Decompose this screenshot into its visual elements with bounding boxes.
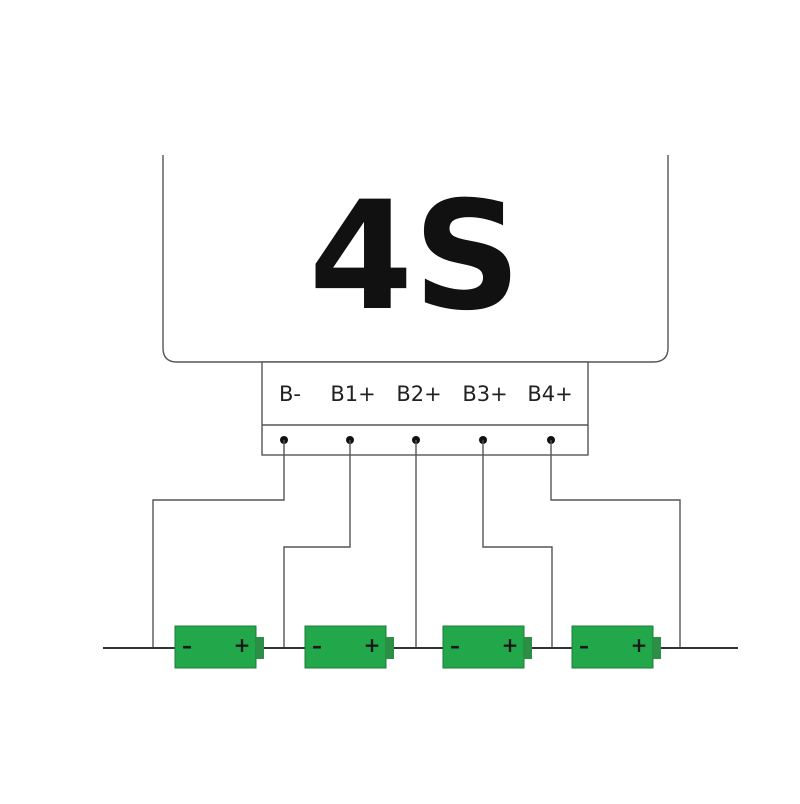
battery-cell-1: – + bbox=[174, 625, 264, 669]
connector-block bbox=[261, 361, 589, 456]
wire-b-minus bbox=[152, 440, 285, 648]
battery-minus-sign: – bbox=[450, 634, 460, 658]
pin-label-b1-plus: B1+ bbox=[330, 382, 375, 406]
battery-cell-3: – + bbox=[442, 625, 532, 669]
battery-cell-2: – + bbox=[304, 625, 394, 669]
battery-body bbox=[442, 625, 525, 669]
battery-terminal-cap bbox=[653, 637, 661, 659]
battery-terminal-cap bbox=[256, 637, 264, 659]
pin-label-b2-plus: B2+ bbox=[396, 382, 441, 406]
wire-b4-plus bbox=[550, 440, 681, 648]
battery-plus-sign: + bbox=[631, 633, 648, 657]
battery-minus-sign: – bbox=[312, 634, 322, 658]
pin-label-b4-plus: B4+ bbox=[527, 382, 572, 406]
pin-label-b-minus: B- bbox=[279, 382, 301, 406]
pin-label-b3-plus: B3+ bbox=[462, 382, 507, 406]
battery-terminal-cap bbox=[524, 637, 532, 659]
battery-plus-sign: + bbox=[364, 633, 381, 657]
battery-terminal-cap bbox=[386, 637, 394, 659]
battery-plus-sign: + bbox=[234, 633, 251, 657]
battery-plus-sign: + bbox=[502, 633, 519, 657]
battery-minus-sign: – bbox=[579, 634, 589, 658]
board-label: 4S bbox=[309, 170, 521, 344]
battery-minus-sign: – bbox=[182, 634, 192, 658]
wire-b3-plus bbox=[482, 440, 553, 648]
wire-b1-plus bbox=[283, 440, 351, 648]
battery-cell-4: – + bbox=[571, 625, 661, 669]
